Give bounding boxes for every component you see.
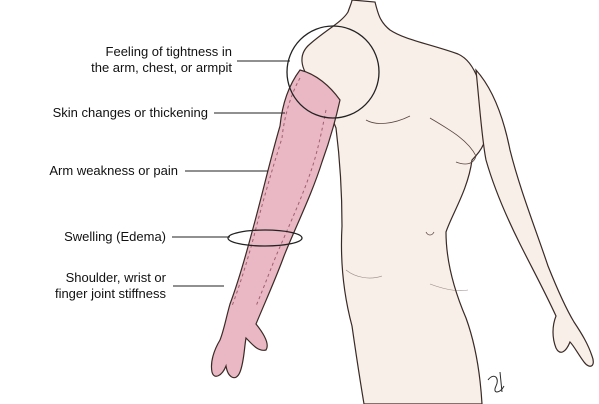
label-tightness-line-2: the arm, chest, or armpit	[91, 60, 232, 76]
torso-outline	[302, 0, 486, 404]
right-arm	[476, 70, 593, 366]
label-tightness-line-1: Feeling of tightness in	[91, 44, 232, 60]
label-joint-stiffness: Shoulder, wrist or finger joint stiffnes…	[55, 270, 166, 302]
label-arm-weakness: Arm weakness or pain	[49, 163, 178, 179]
label-arm-weakness-line-1: Arm weakness or pain	[49, 163, 178, 179]
label-swelling-line-1: Swelling (Edema)	[64, 229, 166, 245]
label-joint-stiffness-line-1: Shoulder, wrist or	[55, 270, 166, 286]
label-skin-changes-line-1: Skin changes or thickening	[53, 105, 208, 121]
label-skin-changes: Skin changes or thickening	[53, 105, 208, 121]
label-joint-stiffness-line-2: finger joint stiffness	[55, 286, 166, 302]
artist-signature	[488, 372, 504, 392]
label-swelling: Swelling (Edema)	[64, 229, 166, 245]
label-tightness: Feeling of tightness in the arm, chest, …	[91, 44, 232, 76]
